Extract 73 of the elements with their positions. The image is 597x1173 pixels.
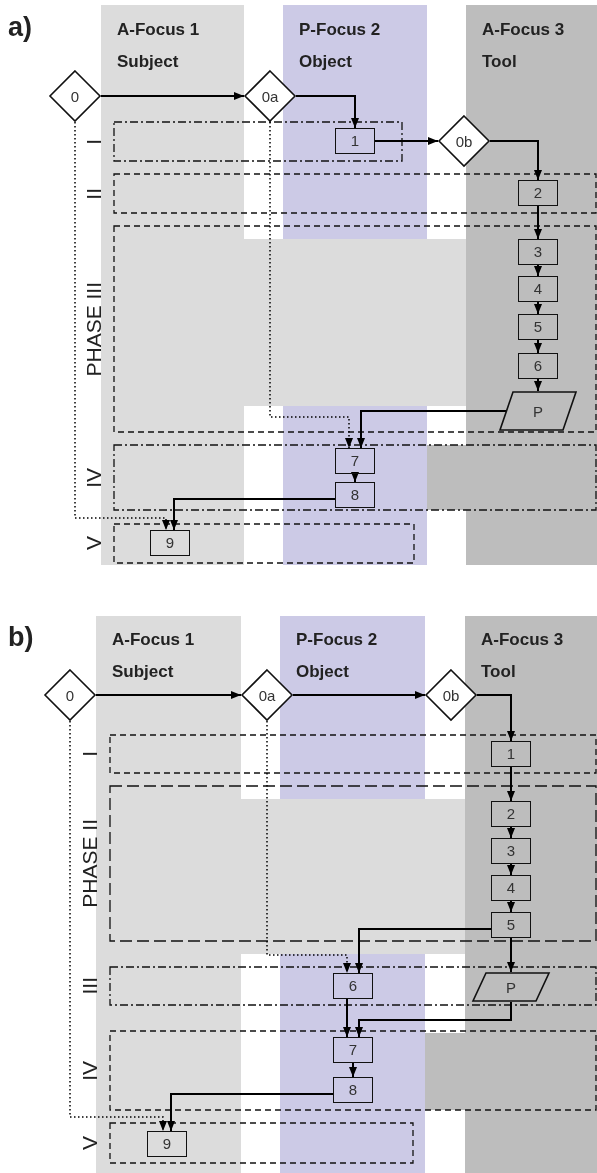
phase-label: V xyxy=(78,1136,102,1150)
process-box: 9 xyxy=(147,1131,187,1157)
process-box: 5 xyxy=(518,314,558,340)
phase-label: I xyxy=(78,751,102,757)
lane-heading: P-Focus 2 Object xyxy=(296,629,379,683)
lane-heading: P-Focus 2 Object xyxy=(299,19,382,73)
arrow xyxy=(355,1001,512,1038)
arrow xyxy=(355,928,492,974)
node-label: P xyxy=(506,978,516,996)
node-label: P xyxy=(533,402,543,420)
arrow xyxy=(295,95,359,129)
process-box: 7 xyxy=(335,448,375,474)
phase-label: I xyxy=(82,138,106,145)
process-box: 7 xyxy=(333,1037,373,1063)
arrow xyxy=(167,1093,334,1132)
node-label: 0 xyxy=(70,87,80,105)
arrow xyxy=(534,205,542,240)
panel-label: b) xyxy=(8,622,34,653)
phase-label: PHASE II xyxy=(78,819,102,908)
arrow xyxy=(292,691,426,699)
node-label: 0a xyxy=(261,87,279,105)
lane-heading: A-Focus 1 Subject xyxy=(117,19,201,73)
arrow xyxy=(507,900,515,913)
phase-label: II xyxy=(82,187,106,200)
process-box: 1 xyxy=(335,128,375,154)
process-box: 2 xyxy=(518,180,558,206)
process-box: 8 xyxy=(335,482,375,508)
process-box: 1 xyxy=(491,741,531,767)
process-box: 3 xyxy=(518,239,558,265)
process-box: 2 xyxy=(491,801,531,827)
process-box: 4 xyxy=(518,276,558,302)
arrow xyxy=(507,937,515,973)
arrow xyxy=(100,92,245,100)
lane-heading: A-Focus 3 Tool xyxy=(482,19,566,73)
arrow xyxy=(95,691,242,699)
phase-label: V xyxy=(82,536,106,551)
arrow xyxy=(170,498,336,531)
process-box: 4 xyxy=(491,875,531,901)
arrow xyxy=(534,301,542,315)
arrow xyxy=(489,140,542,181)
phase-label: IV xyxy=(82,467,106,488)
arrow xyxy=(476,694,515,742)
process-box: 5 xyxy=(491,912,531,938)
process-box: 6 xyxy=(518,353,558,379)
node-label: 0b xyxy=(442,686,460,704)
arrow xyxy=(357,410,507,449)
arrow xyxy=(507,766,515,802)
arrow xyxy=(507,826,515,839)
process-box: 6 xyxy=(333,973,373,999)
arrow xyxy=(349,1062,357,1078)
arrow xyxy=(534,264,542,277)
lane-heading: A-Focus 3 Tool xyxy=(481,629,565,683)
arrow xyxy=(534,378,542,392)
arrow xyxy=(374,137,439,145)
arrow xyxy=(343,998,351,1038)
dotted-arrow xyxy=(266,720,351,974)
phase-label: III xyxy=(78,977,102,995)
dotted-arrow xyxy=(74,121,170,531)
arrow xyxy=(534,339,542,354)
node-label: 0 xyxy=(65,686,75,704)
process-box: 3 xyxy=(491,838,531,864)
phase-label: IV xyxy=(78,1060,102,1081)
dotted-arrow xyxy=(69,720,167,1132)
panel-label: a) xyxy=(8,12,32,43)
dotted-arrow xyxy=(269,121,353,449)
node-label: 0a xyxy=(258,686,276,704)
process-box: 8 xyxy=(333,1077,373,1103)
arrow xyxy=(507,863,515,876)
node-label: 0b xyxy=(455,132,473,150)
process-box: 9 xyxy=(150,530,190,556)
arrow xyxy=(351,472,359,483)
lane-heading: A-Focus 1 Subject xyxy=(112,629,196,683)
phase-label: PHASE III xyxy=(82,281,106,377)
